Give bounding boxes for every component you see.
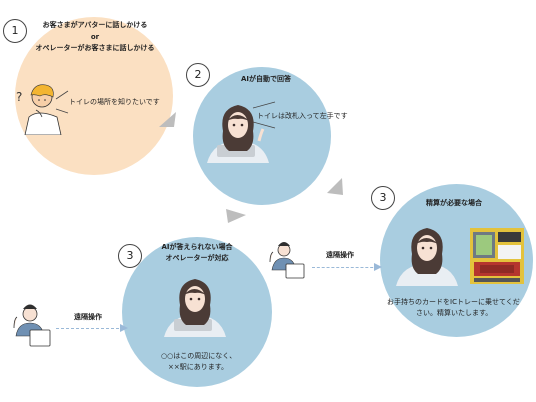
step-3-payment-title: 精算が必要な場合 [426,199,482,207]
remote-line-top [312,267,378,268]
flow-arrow-3 [226,209,246,223]
step-2-number: 2 [186,63,210,87]
step-3-unanswerable-message-2: ××駅にあります。 [168,363,229,371]
speech-line-2 [252,101,276,129]
step-3-payment-number: 3 [371,186,395,210]
step-1-line3: オペレーターがお客さまに話しかける [35,44,155,52]
flow-arrow-2 [327,178,343,195]
step-1-number: 1 [3,19,27,43]
remote-line-bottom [56,328,124,329]
step-1-line1: お客さまがアバターに話しかける [42,21,148,29]
flow-arrow-1 [159,112,176,127]
step-3-payment-message-1: お手持ちのカードをICトレーに乗せてくだ [387,298,520,306]
step-1-speech: トイレの場所を知りたいです [69,98,160,106]
speech-line-1 [55,90,69,114]
ic-tray-machine [470,228,524,284]
remote-arrow-bottom [120,324,128,332]
avatar-payment [396,228,458,286]
customer-illustration: ? [16,84,62,135]
step-2-title: AIが自動で回答 [241,75,292,83]
svg-text:?: ? [16,90,22,104]
step-2-circle [193,67,331,205]
avatar-operator-mode [164,279,226,337]
avatar-ai [207,105,269,163]
operator-icon-top [269,242,305,279]
remote-label-bottom: 遠隔操作 [74,313,102,321]
remote-arrow-top [374,263,382,271]
step-2-speech: トイレは改札入って左手です [257,112,348,120]
step-3-unanswerable-message-1: ○○はこの周辺になく、 [161,352,237,360]
step-1-line2: or [90,33,100,41]
remote-label-top: 遠隔操作 [326,251,354,259]
operator-icon-bottom [13,304,51,347]
step-3-unanswerable-title-2: オペレーターが対応 [165,254,229,262]
step-3-unanswerable-title-1: AIが答えられない場合 [161,243,233,251]
step-3-payment-message-2: さい。精算いたします。 [416,309,493,317]
